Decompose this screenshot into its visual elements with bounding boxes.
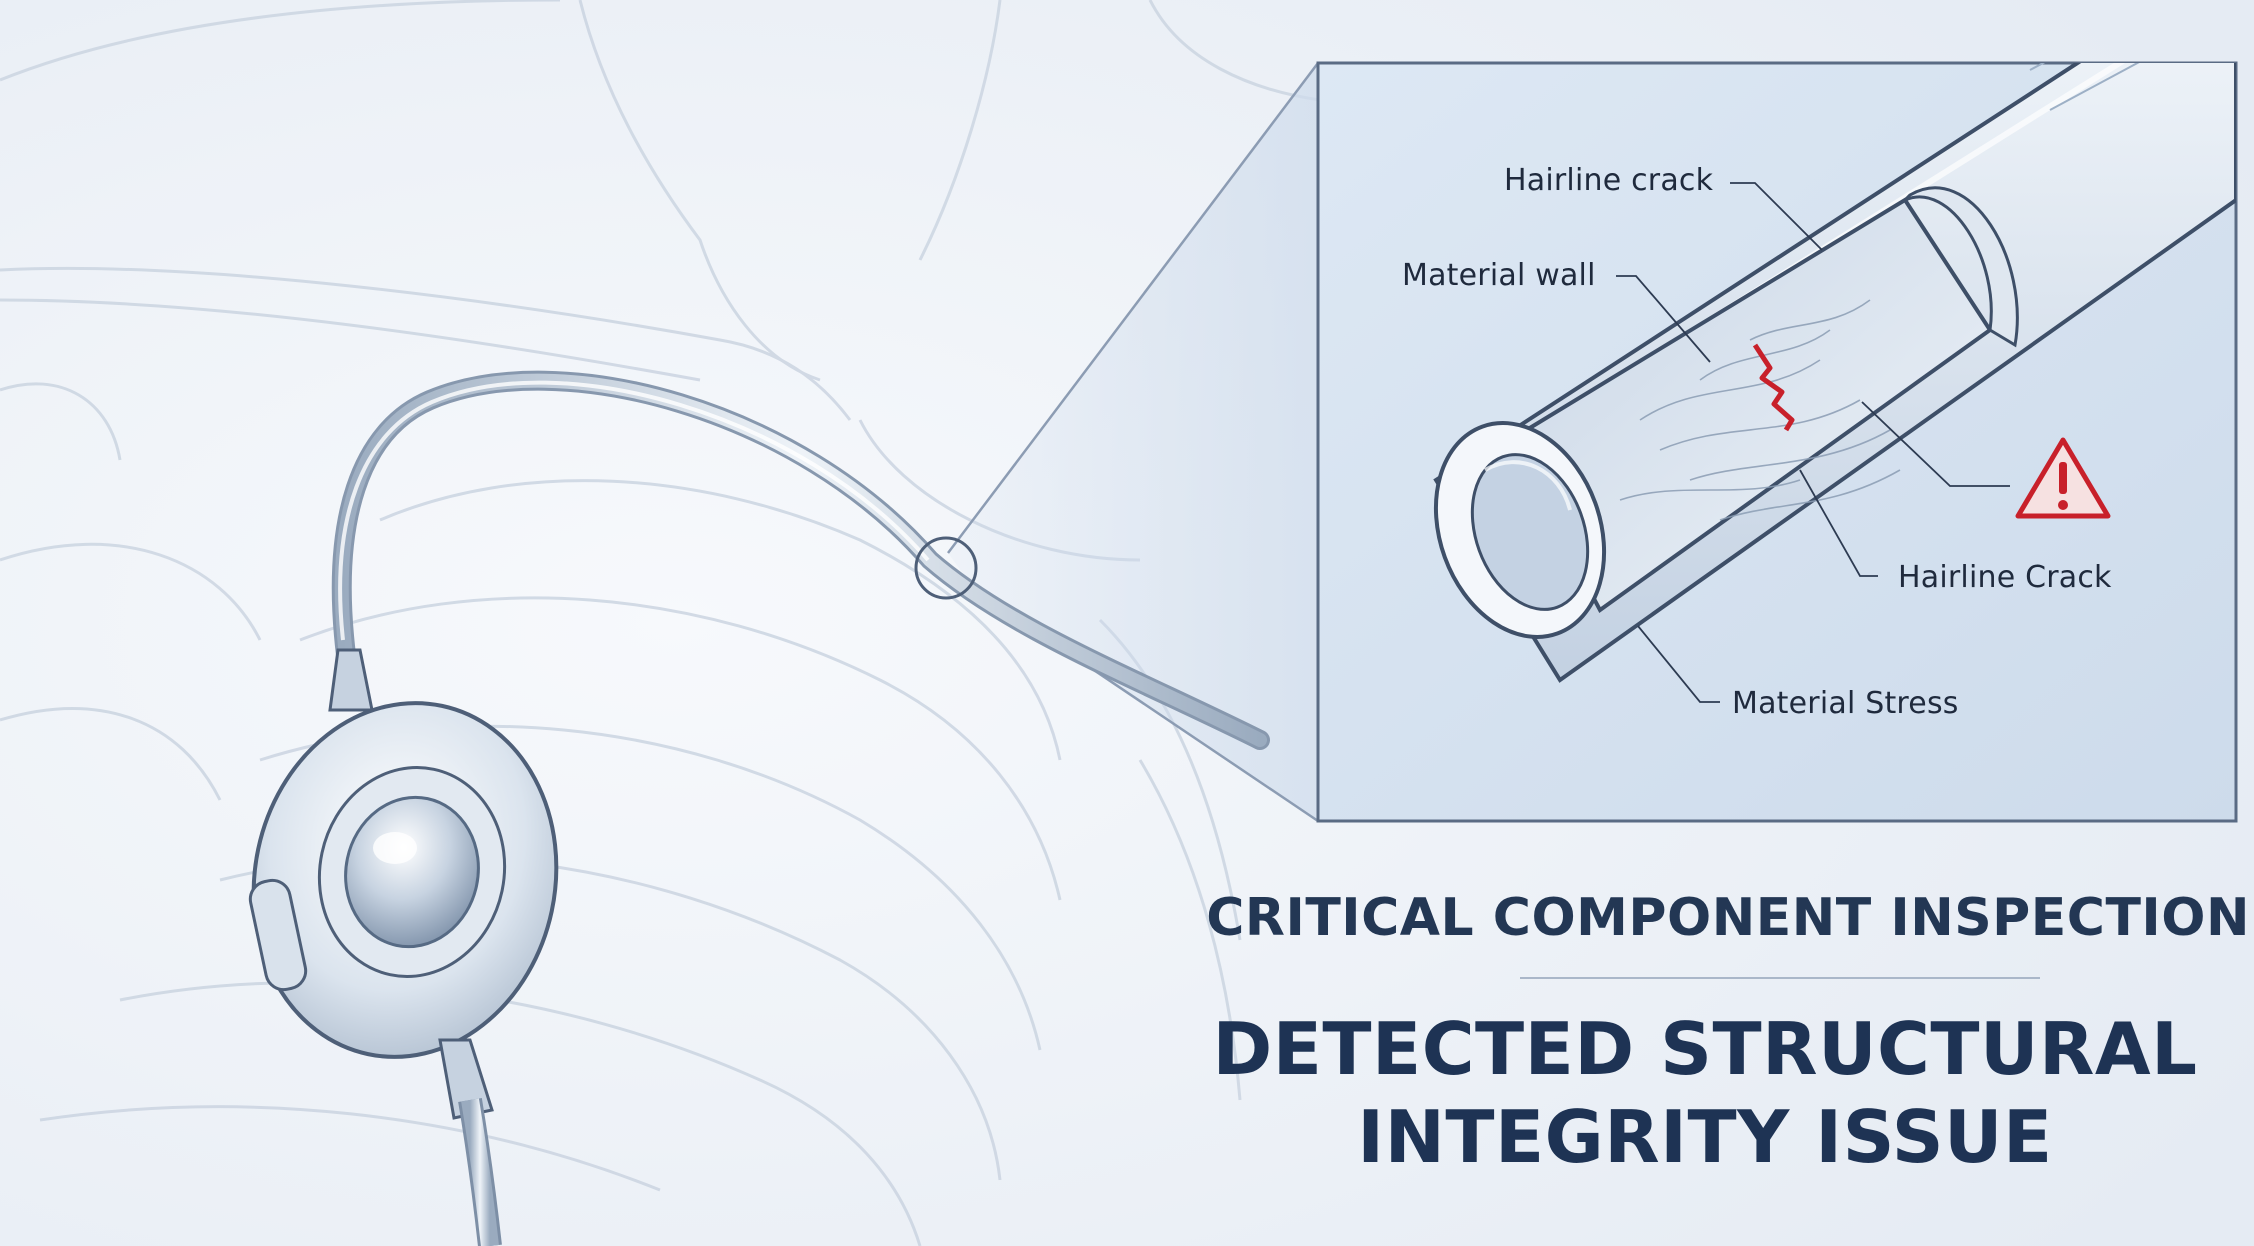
- label-material-stress: Material Stress: [1732, 686, 1959, 721]
- magnifier-circle: [914, 536, 978, 600]
- section-heading: CRITICAL COMPONENT INSPECTION: [1206, 888, 2250, 948]
- title-divider: [1520, 977, 2040, 979]
- crack-mark: [1752, 343, 1795, 432]
- page-title: DETECTED STRUCTURAL INTEGRITY ISSUE: [1180, 1005, 2230, 1181]
- port-device: [248, 648, 559, 1246]
- warning-triangle-icon: [2015, 437, 2111, 519]
- page-title-line-1: DETECTED STRUCTURAL: [1212, 1007, 2198, 1091]
- label-material-wall: Material wall: [1402, 258, 1596, 293]
- anatomy-background: [0, 0, 1321, 1246]
- page-title-line-2: INTEGRITY ISSUE: [1357, 1095, 2053, 1179]
- inset-panel: [1316, 61, 2238, 823]
- label-hairline-crack-right: Hairline Crack: [1898, 560, 2112, 595]
- label-hairline-crack-top: Hairline crack: [1504, 163, 1714, 198]
